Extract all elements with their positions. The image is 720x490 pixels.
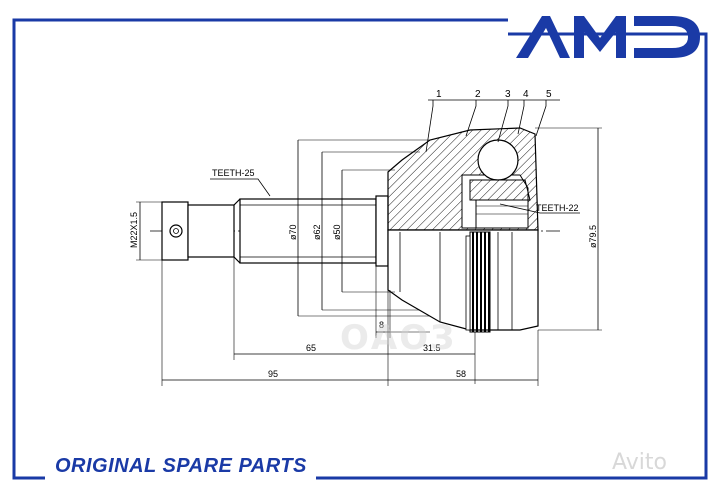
leader-4 xyxy=(517,100,525,135)
amd-logo xyxy=(516,16,700,58)
ball xyxy=(477,139,519,181)
stub-end xyxy=(161,201,189,261)
center-watermark: ОАОЗ xyxy=(340,318,457,358)
cotter-hole xyxy=(169,224,183,238)
teeth-inner-label: TEETH-22 xyxy=(536,203,579,213)
dim-95-label: 95 xyxy=(268,369,278,379)
thread-label: M22X1.5 xyxy=(129,212,139,248)
abs-ring-base xyxy=(465,235,471,331)
housing-lower xyxy=(387,229,539,331)
stub-neck-chamfer xyxy=(233,198,241,206)
part-label-5: 5 xyxy=(546,89,552,100)
dim-8-label: 8 xyxy=(379,320,384,330)
cage xyxy=(469,179,531,201)
dim-d795-label: ø79.5 xyxy=(588,225,598,248)
dim-65-label: 65 xyxy=(306,343,316,353)
footer-slogan: ORIGINAL SPARE PARTS xyxy=(55,455,307,477)
avito-watermark: Avito xyxy=(612,450,667,475)
spline-shaft xyxy=(239,198,377,264)
dim-d62-label: ø62 xyxy=(312,224,322,240)
leader-5 xyxy=(535,100,547,137)
leader-1 xyxy=(425,100,434,153)
dim-d70-label: ø70 xyxy=(288,224,298,240)
frame-outline-right xyxy=(316,66,708,480)
cotter-hole-inner xyxy=(173,228,179,234)
dim-315-label: 31.5 xyxy=(423,343,441,353)
teeth22-leader xyxy=(499,203,580,214)
stub-neck-chamfer-b xyxy=(233,256,241,264)
shaft-step xyxy=(375,195,389,267)
leader-2 xyxy=(465,100,477,137)
frame-outline xyxy=(12,18,508,480)
part-label-1: 1 xyxy=(436,89,442,100)
stub-neck xyxy=(187,204,235,258)
part-label-3: 3 xyxy=(505,89,511,100)
teeth25-leader xyxy=(210,178,271,197)
dim-58-label: 58 xyxy=(456,369,466,379)
abs-ring xyxy=(469,231,491,333)
part-label-4: 4 xyxy=(523,89,529,100)
part-label-2: 2 xyxy=(475,89,481,100)
teeth-outer-label: TEETH-25 xyxy=(212,168,255,178)
dim-d50-label: ø50 xyxy=(332,224,342,240)
leader-3 xyxy=(497,100,509,143)
